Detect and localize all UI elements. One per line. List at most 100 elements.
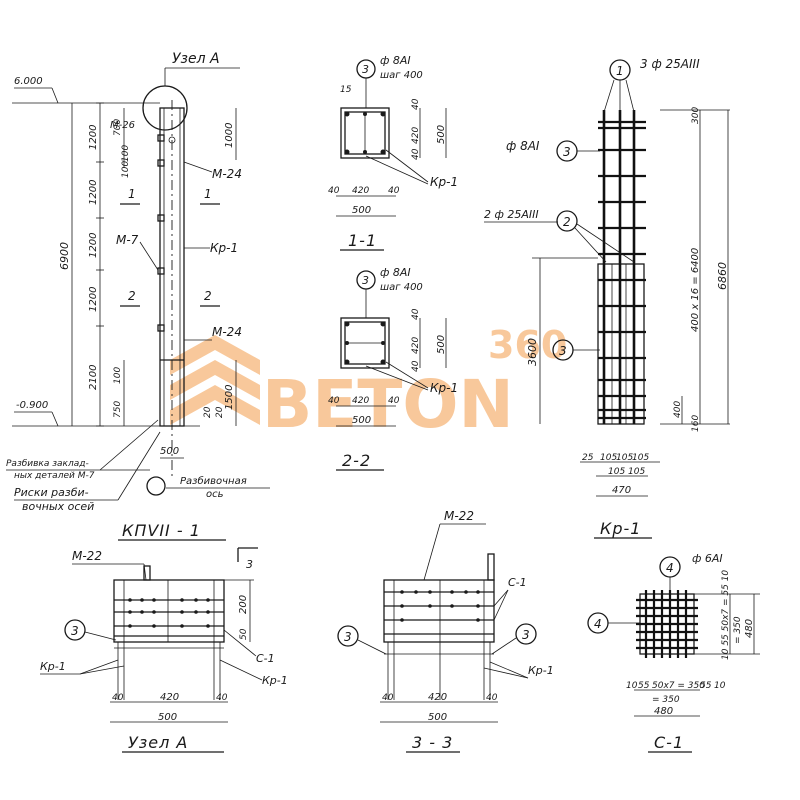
- s33-dim-b3: 40: [486, 693, 498, 703]
- s11-width: 500: [352, 205, 371, 216]
- cage-dim-total: 6860: [716, 262, 729, 290]
- s22-dim-right-3: 40: [411, 360, 421, 372]
- c1-callout-top-num: 4: [666, 561, 674, 575]
- label-m24-top: М-24: [212, 167, 242, 181]
- section-mark-2-right: 2: [204, 289, 212, 303]
- section-2-2-callout-num: 3: [362, 274, 369, 287]
- s11-dim-bottom-3: 40: [388, 186, 400, 196]
- cage-callout-3-num: 3: [563, 145, 571, 159]
- cage-dim-b6: 105: [628, 467, 645, 477]
- c1-dim-right-text: 10 55 50х7 = 55 10: [721, 570, 731, 660]
- s22-label-kr1: Кр-1: [430, 381, 458, 395]
- section-3-3: М-22 3 3 С-1 Кр-1 40 420 40 500 3 - 3: [337, 509, 554, 753]
- section-1-1-title: 1-1: [348, 231, 377, 250]
- level-bottom: -0.900: [16, 400, 48, 411]
- s33-dim-b2: 420: [428, 692, 447, 703]
- s33-callout-left: [337, 625, 359, 647]
- c1-sum: = 350: [652, 695, 680, 705]
- s22-dim-bottom-1: 40: [328, 396, 340, 406]
- axis-note-1: Разбивочная: [180, 475, 247, 487]
- s33-label-kr1: Кр-1: [528, 664, 554, 677]
- section-2-2-title: 2-2: [342, 451, 371, 470]
- dim-inner-100c: 100: [113, 367, 123, 384]
- s22-width: 500: [352, 415, 371, 426]
- s22-dim-right-2: 420: [411, 337, 421, 354]
- c1-dim-b4: 55: [700, 681, 712, 691]
- cage-dim-b5: 105: [608, 467, 625, 477]
- c1-dim-b2: 55: [638, 681, 650, 691]
- s11-dim-right-3: 40: [411, 148, 421, 160]
- cage-dim-b4: 105: [632, 453, 649, 463]
- note-line-2: ных деталей М-7: [14, 471, 95, 481]
- node-a-title: Узел А: [128, 733, 188, 752]
- s22-dim-bottom-2: 420: [352, 396, 369, 406]
- cage-dim-bot1: 400: [673, 401, 683, 418]
- node-a-width: 500: [158, 712, 177, 723]
- dim-right-1500: 1500: [224, 385, 235, 410]
- c1-callout-left-num: 4: [594, 617, 602, 631]
- axis-note-2: ось: [206, 489, 224, 500]
- dim-left-3: 1200: [88, 233, 99, 258]
- section-1-1-step: шаг 400: [380, 70, 423, 81]
- level-top: 6.000: [14, 76, 43, 87]
- cage-dim-spacing: 400 х 16 = 6400: [690, 248, 701, 332]
- s22-dim-right-1: 40: [411, 308, 421, 320]
- s11-dim-right-2: 420: [411, 127, 421, 144]
- c1-dim-b5: 10: [714, 681, 726, 691]
- label-kr1: Кр-1: [210, 241, 238, 255]
- axis-circle: [146, 476, 166, 496]
- c1-width: 480: [654, 706, 673, 717]
- cage-width: 470: [612, 485, 631, 496]
- cage-dim-b1: 25: [582, 453, 594, 463]
- cage-dim-b2: 105: [600, 453, 617, 463]
- watermark-logo-icon: [170, 335, 260, 425]
- section-1-1-rebar: ф 8АI: [380, 54, 411, 67]
- node-a-dots: [128, 598, 210, 628]
- node-a-label-kr1b: Кр-1: [262, 674, 288, 687]
- s33-dim-b1: 40: [382, 693, 394, 703]
- node-a-dim-50: 50: [239, 628, 249, 640]
- cage-dim-b3: 105: [616, 453, 633, 463]
- section-1-1: 3 ф 8АI шаг 400 15 40 420 40 500 40 420 …: [328, 54, 458, 251]
- elevation-title: КПVII - 1: [122, 521, 201, 540]
- column-elevation: Узел А 6.000 -0.900 6900 1200 1200 1200 …: [6, 51, 270, 541]
- dim-inner-100b: 100: [121, 161, 131, 178]
- section-mark-2-left: 2: [128, 289, 136, 303]
- elevation-width: 500: [160, 446, 179, 457]
- cage-dim-lower: 3600: [526, 338, 539, 366]
- node-a-dim-b3: 40: [216, 693, 228, 703]
- s11-height: 500: [436, 125, 447, 144]
- s33-callout-left-num: 3: [344, 630, 352, 644]
- note-line-4: вочных осей: [22, 500, 94, 513]
- section-3-3-dots: [400, 590, 480, 622]
- section-2-2: 3 ф 8АI шаг 400 40 420 40 500 40 420 40 …: [328, 266, 458, 471]
- dim-left-1: 1200: [88, 125, 99, 150]
- s33-label-m22: М-22: [444, 509, 474, 523]
- cage-rebar-3: ф 8АI: [506, 139, 540, 153]
- dim-total: 6900: [58, 242, 71, 270]
- cage-callout-2: [556, 210, 578, 232]
- node-a-label-c1: С-1: [256, 652, 275, 665]
- node-a: М-22 3 Кр-1 С-1 Кр-1 200 50 3 40 420 40 …: [40, 547, 288, 753]
- s33-width: 500: [428, 712, 447, 723]
- cage-dim-bot2: 160: [691, 415, 701, 432]
- node-a-label-m22: М-22: [72, 549, 102, 563]
- s22-dim-bottom-3: 40: [388, 396, 400, 406]
- section-3-3-title: 3 - 3: [412, 733, 453, 752]
- note-line-1: Разбивка заклад-: [6, 459, 89, 469]
- section-mark-1-right: 1: [204, 187, 212, 201]
- watermark: BETON 360: [170, 323, 567, 443]
- s22-height: 500: [436, 335, 447, 354]
- c1-dim-b3: 50х7 = 350: [652, 681, 705, 691]
- node-a-callout: [64, 619, 86, 641]
- node-a-callout-num: 3: [71, 624, 79, 638]
- node-a-dim-b1: 40: [112, 693, 124, 703]
- dim-inner-100a: 100: [121, 145, 131, 162]
- dim-small-20b: 20: [215, 406, 225, 418]
- section-2-2-step: шаг 400: [380, 282, 423, 293]
- dim-left-4: 1200: [88, 287, 99, 312]
- cage-callout-3b-num: 3: [559, 344, 567, 358]
- node-a-section-mark: 3: [246, 558, 253, 571]
- cage-title: Кр-1: [600, 519, 641, 538]
